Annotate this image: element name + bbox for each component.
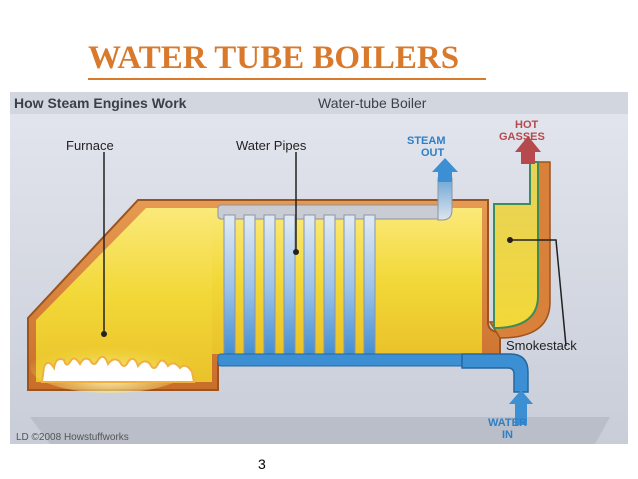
diagram-header-title: How Steam Engines Work: [14, 95, 187, 111]
label-hot-gasses-line1: HOT: [515, 119, 539, 131]
header-strip: [10, 92, 628, 114]
diagram-header-subtitle: Water-tube Boiler: [318, 95, 427, 111]
label-water-in-line1: WATER: [488, 417, 527, 429]
water-drum: [217, 353, 477, 367]
page-number: 3: [258, 456, 266, 472]
water-pipes-leader-dot: [293, 249, 299, 255]
water-in-arrow-icon: [509, 390, 533, 425]
title-underline: [88, 78, 486, 80]
label-steam-out-line2: OUT: [421, 147, 445, 159]
label-steam-out-line1: STEAM: [407, 135, 446, 147]
label-water-in-line2: IN: [502, 429, 513, 441]
slide-title: WATER TUBE BOILERS: [88, 40, 460, 76]
furnace-leader-dot: [101, 331, 107, 337]
smokestack-inner: [493, 161, 539, 330]
steam-out-arrow-icon: [432, 158, 458, 182]
label-smokestack: Smokestack: [506, 338, 577, 353]
smokestack-leader-dot: [507, 237, 513, 243]
smokestack-leader-line: [510, 239, 567, 347]
floor-shadow: [30, 417, 610, 444]
boiler-diagram: How Steam Engines Work Water-tube Boiler…: [10, 92, 628, 444]
steam-outlet-pipe: [437, 177, 453, 221]
hot-gas-arrow-icon: [515, 136, 541, 164]
label-hot-gasses-line2: GASSES: [499, 131, 545, 143]
water-tubes: [223, 214, 376, 362]
label-water-pipes: Water Pipes: [236, 138, 307, 153]
water-inlet-pipe: [461, 353, 529, 393]
flames-icon: [40, 355, 196, 383]
label-furnace: Furnace: [66, 138, 114, 153]
copyright-credit: LD ©2008 Howstuffworks: [16, 432, 129, 443]
furnace-chamber: [36, 208, 212, 382]
